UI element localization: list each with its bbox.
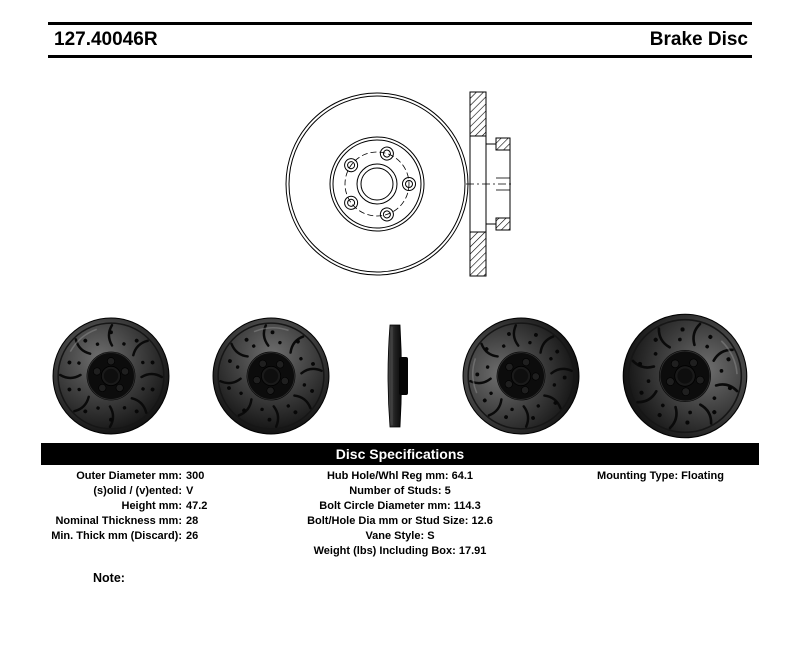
spec-title-bar: Disc Specifications [41, 443, 759, 465]
spec-value: 114.3 [453, 500, 481, 512]
spec-label: Mounting Type: [597, 470, 679, 482]
spec-value: Floating [681, 470, 724, 482]
spec-label: Min. Thick mm (Discard): [51, 530, 182, 542]
spec-value: 64.1 [451, 470, 474, 482]
spec-label: Hub Hole/Whl Reg mm: [326, 470, 449, 482]
spec-label: Weight (lbs) Including Box: [313, 545, 456, 557]
spec-row: Weight (lbs) Including Box: 17.91 [283, 544, 517, 559]
spec-label: Bolt Circle Diameter mm: [319, 500, 451, 512]
spec-row: Hub Hole/Whl Reg mm: 64.1 [283, 469, 517, 484]
front-view-diagram [285, 92, 469, 276]
spec-value: V [186, 485, 194, 497]
spec-column-left: Outer Diameter mm: 300 (s)olid / (v)ente… [42, 469, 252, 544]
spec-value: 17.91 [458, 545, 487, 557]
rotor-photo-front-right [620, 311, 750, 441]
cross-section-diagram [466, 91, 514, 277]
spec-value: 47.2 [186, 500, 208, 512]
spec-label: Height mm: [121, 500, 183, 512]
spec-value: 28 [186, 515, 199, 527]
spec-value: 5 [444, 485, 451, 497]
header-bar: 127.40046R Brake Disc [48, 22, 752, 58]
spec-row: Outer Diameter mm: 300 [42, 469, 252, 484]
spec-label: Outer Diameter mm: [76, 470, 182, 482]
spec-value: 300 [186, 470, 205, 482]
spec-row: Height mm: 47.2 [42, 499, 252, 514]
spec-value: S [427, 530, 435, 542]
spec-row: Number of Studs: 5 [283, 484, 517, 499]
spec-column-right: Mounting Type: Floating [558, 469, 763, 484]
spec-value: 26 [186, 530, 199, 542]
spec-label: Nominal Thickness mm: [55, 515, 182, 527]
spec-label: Vane Style: [365, 530, 425, 542]
rotor-photo-angled-right [460, 315, 582, 437]
rotor-photo-angled-left [210, 315, 332, 437]
product-type-title: Brake Disc [649, 29, 748, 50]
spec-row: Bolt Circle Diameter mm: 114.3 [283, 499, 517, 514]
rotor-photo-front-left [50, 315, 172, 437]
spec-row: Nominal Thickness mm: 28 [42, 514, 252, 529]
spec-label: Number of Studs: [349, 485, 442, 497]
spec-label: Bolt/Hole Dia mm or Stud Size: [307, 515, 469, 527]
spec-column-middle: Hub Hole/Whl Reg mm: 64.1 Number of Stud… [283, 469, 517, 559]
note-label: Note: [93, 571, 125, 585]
spec-title: Disc Specifications [335, 446, 465, 462]
spec-row: Bolt/Hole Dia mm or Stud Size: 12.6 [283, 514, 517, 529]
product-photo-row [50, 310, 750, 442]
part-number: 127.40046R [54, 29, 158, 50]
spec-row: Mounting Type: Floating [558, 469, 763, 484]
spec-row: (s)olid / (v)ented: V [42, 484, 252, 499]
spec-row: Vane Style: S [283, 529, 517, 544]
rotor-photo-edge-view [370, 315, 422, 437]
spec-row: Min. Thick mm (Discard): 26 [42, 529, 252, 544]
spec-value: 12.6 [471, 515, 493, 527]
spec-label: (s)olid / (v)ented: [93, 485, 182, 497]
